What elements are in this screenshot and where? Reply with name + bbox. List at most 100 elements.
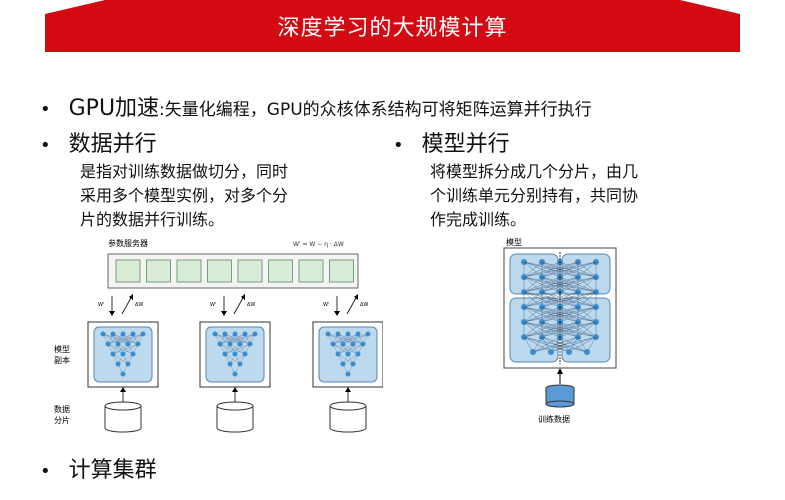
model-net-edge [523,306,543,323]
net-edge [332,343,359,355]
train-db-body [546,388,574,404]
dw-up-arrow [346,295,358,315]
model-net-edge [541,291,597,308]
shard-arrowhead [232,387,238,392]
net-edge [107,343,124,355]
net-node [120,371,126,377]
model-net-edge [523,261,561,278]
shard-db-top [104,401,142,411]
param-cell [268,259,293,283]
data-parallel-desc-line-2: 采用多个模型实例，对多个分 [80,186,289,205]
bullet-gpu-text: 矢量化编程，GPU的众核体系结构可将矩阵运算并行执行 [164,100,592,120]
model-net-node [548,349,554,355]
model-net-edge [523,261,543,278]
shard-label-1: 数据 [54,404,70,414]
net-edge [102,333,119,345]
bullet-gpu: • GPU加速 : 矢量化编程，GPU的众核体系结构可将矩阵运算并行执行 [40,90,592,122]
bullet-cluster: • 计算集群 [40,452,157,484]
dw-arrow-label: ΔW [360,302,368,308]
model-label: 模型 [506,237,522,247]
model-net-node [584,349,590,355]
dw-up-arrowhead [241,294,245,300]
net-edge [102,333,129,345]
model-net-edge [541,306,597,323]
bullet-model-parallel: • 模型并行 [393,126,510,158]
w-down-arrowhead [334,311,340,316]
net-edge [117,343,134,355]
param-cell [329,259,354,283]
model-net-edge [523,306,561,323]
net-node [345,371,351,377]
model-net-edge [523,276,597,293]
model-net-edge [523,321,597,338]
net-edge [332,343,349,355]
model-net-edge [541,276,597,293]
model-parallel-desc-line-3: 作完成训练。 [430,210,527,229]
model-parallel-desc-line-1: 将模型拆分成几个分片，由几 [430,162,639,181]
net-edge [327,333,364,345]
net-edge [214,333,251,345]
model-net-edge [577,261,597,278]
model-parallel-svg: 模型 训练数据 [503,237,617,424]
model-net-edge [523,306,579,323]
model-replica: W'ΔW [199,294,271,433]
param-server-label: 参数服务器 [108,238,148,248]
net-edge [234,333,251,345]
model-net-edge [523,291,561,308]
shard-db-bottom [329,427,367,433]
model-net-edge [559,321,597,338]
model-net-edge [523,291,579,308]
data-parallel-desc-line-1: 是指对训练数据做切分，同时 [80,162,289,181]
w-down-arrowhead [221,311,227,316]
model-net-edge [523,276,561,293]
net-edge [107,343,134,355]
model-net-edge [577,306,597,323]
model-parallel-diagram: 模型 训练数据 [500,234,620,434]
model-replica: W' ΔW [312,294,384,433]
shard-db-top [329,401,367,411]
param-cells [115,259,354,283]
model-replica: W'ΔW [87,294,159,433]
model-net-edge [532,336,579,353]
net-edge [219,343,246,355]
train-db-bottom [545,400,575,408]
dw-up-arrowhead [354,294,358,300]
net-edge [327,333,354,345]
net-edge [229,343,246,355]
model-net-edge [523,261,597,278]
data-parallel-desc-line-3: 片的数据并行训练。 [80,210,225,229]
model-net-edge [541,321,597,338]
net-edge [224,333,251,345]
title-bar: 深度学习的大规模计算 [45,0,740,52]
param-cell [298,259,324,283]
net-edge [214,333,241,345]
train-data-label: 训练数据 [538,414,570,424]
w-arrow-label: W' [323,302,329,308]
shard-arrowhead [345,387,351,392]
model-input-arrowhead [557,368,563,374]
model-net-edge [559,261,597,278]
model-net-edge [568,336,597,353]
bullet-gpu-head: GPU加速 [68,96,160,121]
model-net-edge [523,261,579,278]
model-net-edge [559,306,597,323]
model-parallel-desc: 将模型拆分成几个分片，由几 个训练单元分别持有，共同协 作完成训练。 [430,160,638,232]
net-edge [337,333,364,345]
net-edge [219,343,236,355]
bullet-dot: • [393,135,404,156]
param-cell [146,259,171,283]
model-net-node [530,349,536,355]
net-edge [122,333,139,345]
net-edge [224,353,241,365]
title-wedge-right [680,0,740,14]
data-parallel-desc: 是指对训练数据做切分，同时 采用多个模型实例，对多个分 片的数据并行训练。 [80,160,288,232]
model-network [521,252,599,364]
model-net-edge [523,276,579,293]
net-edge [342,343,359,355]
model-net-edge [577,291,597,308]
param-cell [115,259,141,283]
bullet-dot: • [40,461,51,482]
w-down-arrowhead [109,311,115,316]
shard-arrowhead [120,387,126,392]
